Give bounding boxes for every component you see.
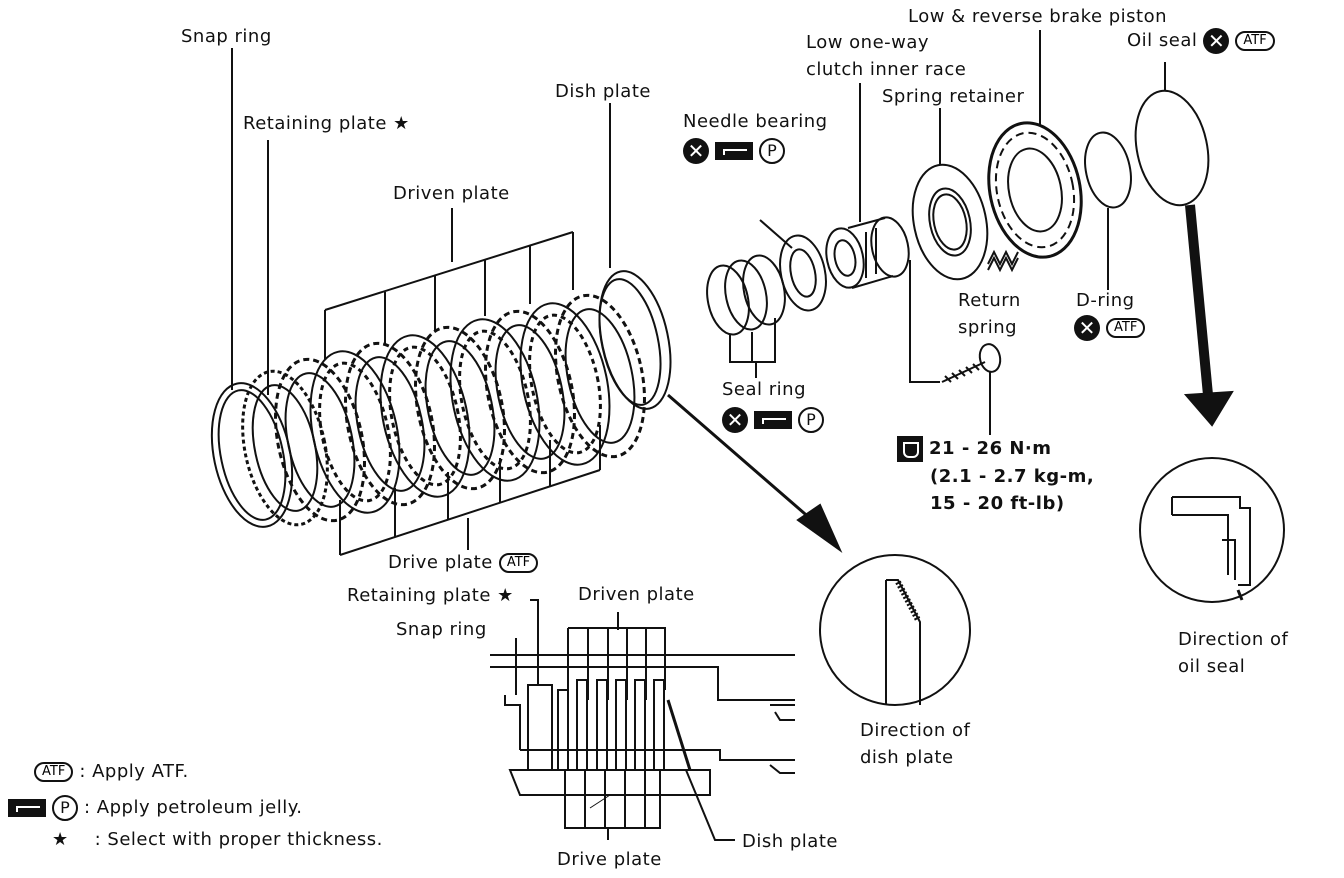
arrow-oil-seal-detail (1183, 204, 1234, 427)
label-return-spring-1: Return (958, 290, 1021, 311)
label-low-reverse-piston: Low & reverse brake piston (908, 6, 1168, 27)
star-icon: ★ (497, 585, 514, 606)
driven-plate-bracket (324, 208, 574, 360)
legend-jelly-text: : Apply petroleum jelly. (84, 797, 303, 818)
needle-bearing-part (759, 219, 827, 312)
seal-ring-icons: ✕ P (722, 407, 824, 433)
label-section-driven-plate: Driven plate (578, 584, 695, 605)
label-section-retaining-group: Retaining plate ★ (347, 586, 514, 606)
legend-star-text: : Select with proper thickness. (94, 829, 383, 850)
petroleum-jelly-icon (754, 411, 792, 429)
atf-icon: ATF (1235, 31, 1275, 51)
label-section-snap-ring: Snap ring (396, 619, 487, 640)
label-section-dish-plate: Dish plate (742, 831, 838, 852)
label-seal-ring: Seal ring (722, 379, 806, 400)
label-dir-dish-1: Direction of (860, 720, 971, 741)
replace-x-icon: ✕ (1203, 28, 1230, 54)
label-torque-3: 15 - 20 ft-lb) (930, 493, 1065, 514)
spring-retainer-part (911, 108, 989, 281)
oil-seal-label-row: Oil seal ✕ ATF (1127, 28, 1275, 54)
label-section-drive-plate: Drive plate (557, 849, 662, 870)
legend-atf: ATF : Apply ATF. (34, 762, 189, 782)
d-ring-part (1084, 131, 1132, 290)
label-snap-ring: Snap ring (181, 26, 272, 47)
seal-rings-part (706, 254, 786, 378)
piston-part (987, 30, 1083, 259)
inner-race-part (825, 83, 910, 289)
arrow-dish-detail (667, 393, 843, 553)
label-drive-plate: Drive plate (388, 552, 493, 573)
p-circle-icon: P (798, 407, 824, 433)
label-d-ring: D-ring (1076, 290, 1135, 311)
label-retaining-plate: Retaining plate (243, 113, 387, 134)
label-section-retaining-plate: Retaining plate (347, 585, 491, 606)
petroleum-jelly-icon (8, 799, 46, 817)
label-dir-seal-2: oil seal (1178, 656, 1246, 677)
label-driven-plate: Driven plate (393, 183, 510, 204)
label-torque-2: (2.1 - 2.7 kg-m, (930, 466, 1095, 487)
torque-row: 21 - 26 N·m (897, 436, 1052, 462)
d-ring-icons: ✕ ATF (1074, 315, 1146, 341)
label-dish-plate: Dish plate (555, 81, 651, 102)
torque-wrench-icon (897, 436, 923, 462)
p-circle-icon: P (759, 138, 785, 164)
legend-atf-text: : Apply ATF. (79, 761, 189, 782)
star-icon: ★ (393, 113, 410, 134)
section-view (490, 599, 795, 841)
label-low-one-way-1: Low one-way (806, 32, 930, 53)
label-spring-retainer: Spring retainer (882, 86, 1025, 107)
return-spring-part (987, 249, 1019, 273)
legend-star: ★ : Select with proper thickness. (52, 830, 383, 850)
replace-x-icon: ✕ (1074, 315, 1100, 341)
legend-jelly: P : Apply petroleum jelly. (8, 795, 303, 821)
oil-seal-detail (1139, 457, 1285, 603)
replace-x-icon: ✕ (683, 138, 709, 164)
dish-plate-detail (819, 554, 971, 706)
oil-seal-part (1134, 62, 1210, 207)
drive-plate-label-row: Drive plate ATF (388, 552, 539, 573)
star-icon: ★ (52, 829, 69, 850)
label-retaining-plate-group: Retaining plate ★ (243, 114, 410, 134)
drive-plate-bracket (339, 425, 601, 556)
petroleum-jelly-icon (715, 142, 753, 160)
label-oil-seal: Oil seal (1127, 30, 1198, 51)
needle-bearing-icons: ✕ P (683, 138, 785, 164)
atf-icon: ATF (34, 762, 74, 782)
p-circle-icon: P (52, 795, 78, 821)
label-low-one-way-2: clutch inner race (806, 59, 967, 80)
label-dir-dish-2: dish plate (860, 747, 954, 768)
label-torque-1: 21 - 26 N·m (929, 438, 1052, 459)
label-needle-bearing: Needle bearing (683, 111, 828, 132)
atf-icon: ATF (1106, 318, 1146, 338)
atf-icon: ATF (498, 553, 539, 573)
bolt-part (909, 260, 1002, 435)
label-return-spring-2: spring (958, 317, 1018, 338)
replace-x-icon: ✕ (722, 407, 748, 433)
label-dir-seal-1: Direction of (1178, 629, 1289, 650)
dish-plate-part (598, 270, 672, 410)
